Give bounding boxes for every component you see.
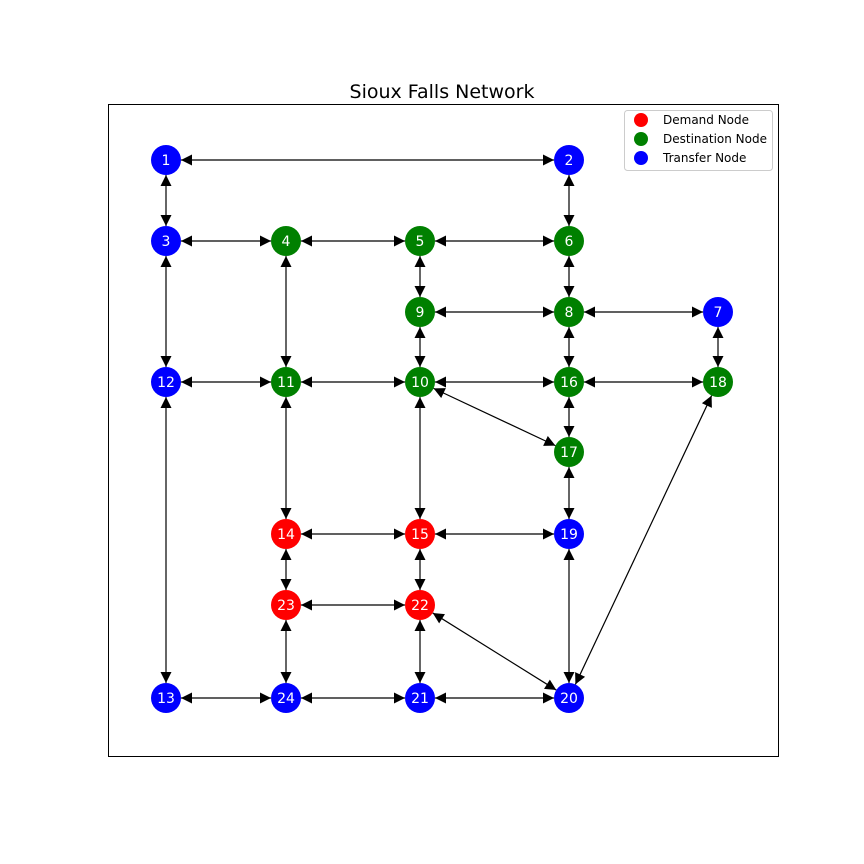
node-label: 4 xyxy=(282,234,291,250)
legend-label: Transfer Node xyxy=(662,151,746,165)
node-circle xyxy=(405,226,435,256)
node-circle xyxy=(271,683,301,713)
node-18: 18 xyxy=(703,367,733,397)
node-label: 10 xyxy=(411,375,429,391)
node-circle xyxy=(151,145,181,175)
legend-marker xyxy=(634,113,648,127)
node-label: 13 xyxy=(157,691,175,707)
node-2: 2 xyxy=(554,145,584,175)
node-21: 21 xyxy=(405,683,435,713)
node-circle xyxy=(405,297,435,327)
legend-item-destination: Destination Node xyxy=(634,132,767,146)
node-label: 2 xyxy=(565,153,574,169)
node-12: 12 xyxy=(151,367,181,397)
node-label: 11 xyxy=(277,375,295,391)
node-circle xyxy=(271,519,301,549)
node-circle xyxy=(405,590,435,620)
legend-item-demand: Demand Node xyxy=(634,113,749,127)
node-7: 7 xyxy=(703,297,733,327)
node-label: 3 xyxy=(162,234,171,250)
node-5: 5 xyxy=(405,226,435,256)
node-circle xyxy=(703,367,733,397)
node-circle xyxy=(554,145,584,175)
node-22: 22 xyxy=(405,590,435,620)
edge-10-17 xyxy=(433,387,556,447)
node-label: 8 xyxy=(565,305,574,321)
node-circle xyxy=(554,519,584,549)
node-10: 10 xyxy=(405,367,435,397)
node-circle xyxy=(151,367,181,397)
node-17: 17 xyxy=(554,437,584,467)
node-circle xyxy=(405,519,435,549)
edge-20-22 xyxy=(432,612,557,691)
legend-label: Demand Node xyxy=(663,113,749,127)
node-9: 9 xyxy=(405,297,435,327)
node-3: 3 xyxy=(151,226,181,256)
node-label: 17 xyxy=(560,445,578,461)
node-1: 1 xyxy=(151,145,181,175)
node-label: 9 xyxy=(416,305,425,321)
node-circle xyxy=(271,590,301,620)
node-label: 14 xyxy=(277,527,295,543)
node-label: 7 xyxy=(714,305,723,321)
node-label: 24 xyxy=(277,691,295,707)
node-circle xyxy=(554,683,584,713)
node-circle xyxy=(405,367,435,397)
legend-item-transfer: Transfer Node xyxy=(634,151,746,165)
node-circle xyxy=(554,367,584,397)
node-6: 6 xyxy=(554,226,584,256)
node-20: 20 xyxy=(554,683,584,713)
legend-marker xyxy=(634,151,648,165)
plot-frame xyxy=(108,104,779,757)
node-label: 20 xyxy=(560,691,578,707)
node-4: 4 xyxy=(271,226,301,256)
node-14: 14 xyxy=(271,519,301,549)
node-11: 11 xyxy=(271,367,301,397)
node-label: 1 xyxy=(162,153,171,169)
node-label: 21 xyxy=(411,691,429,707)
node-circle xyxy=(554,297,584,327)
legend-label: Destination Node xyxy=(663,132,767,146)
node-16: 16 xyxy=(554,367,584,397)
node-circle xyxy=(151,683,181,713)
node-13: 13 xyxy=(151,683,181,713)
legend-marker xyxy=(634,132,648,146)
node-label: 23 xyxy=(277,598,295,614)
node-circle xyxy=(554,437,584,467)
node-8: 8 xyxy=(554,297,584,327)
node-label: 5 xyxy=(416,234,425,250)
node-label: 15 xyxy=(411,527,429,543)
node-label: 19 xyxy=(560,527,578,543)
node-label: 6 xyxy=(565,234,574,250)
diagram-title: Sioux Falls Network xyxy=(350,81,535,103)
node-label: 22 xyxy=(411,598,429,614)
legend-box xyxy=(624,110,773,171)
node-19: 19 xyxy=(554,519,584,549)
node-label: 18 xyxy=(709,375,727,391)
node-15: 15 xyxy=(405,519,435,549)
node-24: 24 xyxy=(271,683,301,713)
node-circle xyxy=(271,367,301,397)
node-label: 16 xyxy=(560,375,578,391)
node-circle xyxy=(703,297,733,327)
node-label: 12 xyxy=(157,375,175,391)
edges-layer xyxy=(160,154,724,704)
edge-18-20 xyxy=(574,395,713,685)
node-circle xyxy=(271,226,301,256)
node-circle xyxy=(405,683,435,713)
node-circle xyxy=(554,226,584,256)
node-23: 23 xyxy=(271,590,301,620)
node-circle xyxy=(151,226,181,256)
